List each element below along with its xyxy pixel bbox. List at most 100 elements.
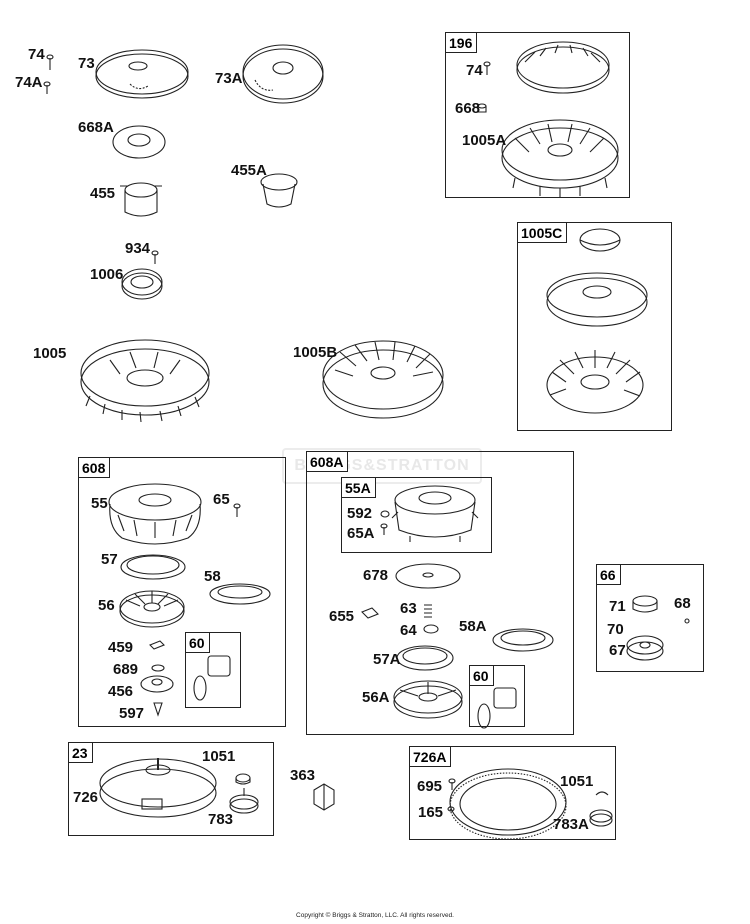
box-1005c: 1005C (517, 222, 672, 431)
ratchet-67-icon (626, 635, 664, 661)
rope-58a-icon (492, 628, 554, 652)
box-1005c-title: 1005C (518, 223, 568, 243)
cover-73-icon (95, 49, 189, 99)
fan-cover-196-icon (516, 41, 610, 94)
part-label-726a-1051: 1051 (560, 773, 594, 790)
part-label-934: 934 (125, 240, 151, 257)
part-label-63: 63 (400, 600, 417, 617)
part-label-56a: 56A (362, 689, 390, 706)
housing-55-icon (108, 483, 202, 545)
box-60-a: 60 (185, 632, 241, 708)
spring-63-icon (424, 604, 432, 618)
fan-1005-icon (80, 339, 210, 423)
copyright-footer: Copyright © Briggs & Stratton, LLC. All … (296, 912, 454, 919)
screw-74a-icon (43, 81, 51, 94)
cap-1005c-icon (579, 228, 621, 252)
screen-1005c-icon (546, 272, 648, 327)
part-label-67: 67 (609, 642, 626, 659)
washer-165-icon (447, 806, 455, 812)
part-label-74: 74 (28, 46, 45, 63)
pawl-459-icon (149, 640, 165, 650)
part-label-1006: 1006 (90, 266, 124, 283)
box-66: 66 (596, 564, 704, 672)
bushing-668-icon (477, 103, 487, 113)
box-608a: 608A (306, 451, 574, 735)
gear-783a-icon (589, 809, 613, 827)
box-23-title: 23 (69, 743, 93, 763)
box-196-title: 196 (446, 33, 478, 53)
plate-668a-icon (112, 125, 166, 159)
screw-65a-icon (380, 523, 388, 535)
handle-60b-icon (477, 687, 517, 729)
ring-1006-icon (121, 268, 163, 300)
part-label-64: 64 (400, 622, 417, 639)
flywheel-726-icon (99, 758, 217, 818)
spring-57-icon (120, 554, 186, 580)
part-label-196-668: 668 (455, 100, 481, 117)
cover-73a-icon (242, 44, 324, 104)
part-label-65: 65 (213, 491, 230, 508)
box-55a: 55A (341, 477, 492, 553)
bracket-363-icon (313, 783, 335, 811)
part-label-1005: 1005 (33, 345, 67, 362)
box-608-title: 608 (79, 458, 111, 478)
part-label-70: 70 (607, 621, 624, 638)
box-608a-title: 608A (307, 452, 349, 472)
part-label-363: 363 (290, 767, 316, 784)
box-66-title: 66 (597, 565, 621, 585)
part-label-455: 455 (90, 185, 116, 202)
part-label-58a: 58A (459, 618, 487, 635)
nut-726a-1051-icon (595, 791, 609, 796)
part-label-783: 783 (208, 811, 234, 828)
part-label-55: 55 (91, 495, 108, 512)
plate-678-icon (395, 563, 461, 589)
pulley-56-icon (119, 590, 185, 628)
cup-455a-icon (260, 173, 298, 208)
part-label-68: 68 (674, 595, 691, 612)
box-60-a-title: 60 (186, 633, 210, 653)
part-label-73a: 73A (215, 70, 243, 87)
part-label-678: 678 (363, 567, 389, 584)
washer-689-icon (151, 664, 165, 672)
part-label-592: 592 (347, 505, 373, 522)
part-label-1005b: 1005B (293, 344, 338, 361)
pawl-655-icon (361, 607, 379, 619)
gear-783-icon (229, 788, 259, 814)
washer-64-icon (423, 624, 439, 634)
ball-68-icon (684, 618, 690, 624)
handle-60-icon (193, 655, 231, 701)
part-label-196-74: 74 (466, 62, 483, 79)
screw-597-icon (153, 702, 163, 717)
part-label-459: 459 (108, 639, 134, 656)
box-196: 196 (445, 32, 630, 198)
part-label-668a: 668A (78, 119, 114, 136)
part-label-57: 57 (101, 551, 118, 568)
part-label-65a: 65A (347, 525, 375, 542)
box-23: 23 (68, 742, 274, 836)
screw-196-74-icon (483, 61, 491, 75)
screw-65-icon (233, 503, 241, 517)
cup-455-icon (120, 182, 162, 217)
part-label-1051: 1051 (202, 748, 236, 765)
box-726a-title: 726A (410, 747, 452, 767)
screw-695-icon (448, 778, 456, 790)
box-726a: 726A (409, 746, 616, 840)
part-label-456: 456 (108, 683, 134, 700)
part-label-695: 695 (417, 778, 443, 795)
spring-57a-icon (396, 645, 454, 671)
part-label-455a: 455A (231, 162, 267, 179)
pulley-56a-icon (393, 680, 463, 719)
fan-1005a-icon (501, 119, 619, 198)
part-label-73: 73 (78, 55, 95, 72)
part-label-655: 655 (329, 608, 355, 625)
fan-1005c-icon (546, 350, 644, 414)
box-55a-title: 55A (342, 478, 376, 498)
part-label-74a: 74A (15, 74, 43, 91)
part-label-196-1005a: 1005A (462, 132, 507, 149)
screw-74-icon (46, 54, 54, 70)
part-label-57a: 57A (373, 651, 401, 668)
rope-58-icon (209, 583, 271, 605)
clutch-71-icon (632, 595, 658, 613)
screw-592-icon (380, 510, 390, 518)
